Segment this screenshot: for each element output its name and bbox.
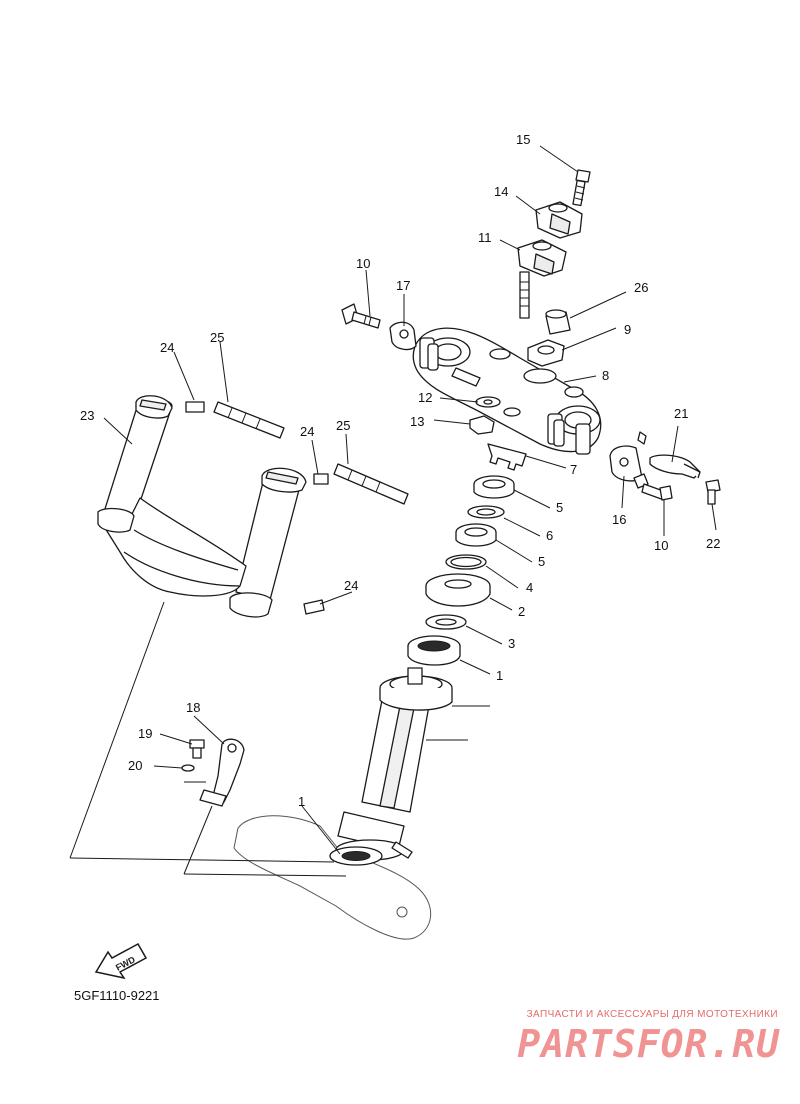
callout-23: 23 <box>80 408 94 423</box>
callout-9: 9 <box>624 322 631 337</box>
callout-25-mid: 25 <box>336 418 350 433</box>
callout-1-bottom: 1 <box>298 794 305 809</box>
drawing-code: 5GF1110-9221 <box>74 988 160 1003</box>
callout-12: 12 <box>418 390 432 405</box>
handlebar-holder-parts <box>517 169 591 319</box>
leader-lines <box>69 145 717 877</box>
callout-18: 18 <box>186 700 200 715</box>
callout-20: 20 <box>128 758 142 773</box>
collar-26-nut-9 <box>527 309 571 367</box>
callout-24-mid: 24 <box>300 424 314 439</box>
callout-1-top: 1 <box>496 668 503 683</box>
upper-bracket-8 <box>412 327 602 455</box>
forward-direction-arrow-icon: FWD <box>94 942 148 980</box>
callout-3: 3 <box>508 636 515 651</box>
fork-cover-assembly-23 <box>97 395 409 618</box>
callout-10-top: 10 <box>356 256 370 271</box>
bolt-10-and-plate-17 <box>341 303 417 351</box>
callout-15: 15 <box>516 132 530 147</box>
callout-26: 26 <box>634 280 648 295</box>
callout-14: 14 <box>494 184 508 199</box>
callout-4: 4 <box>526 580 533 595</box>
callout-17: 17 <box>396 278 410 293</box>
washer-12-nut-13 <box>469 396 501 435</box>
callout-19: 19 <box>138 726 152 741</box>
callout-2: 2 <box>518 604 525 619</box>
watermark-tagline: ЗАПЧАСТИ И АКСЕССУАРЫ ДЛЯ МОТОТЕХНИКИ <box>526 1009 778 1020</box>
callout-22: 22 <box>706 536 720 551</box>
callout-24-left: 24 <box>160 340 174 355</box>
callout-13: 13 <box>410 414 424 429</box>
callout-5-bottom: 5 <box>538 554 545 569</box>
part-number-callouts: 15 14 11 10 17 26 9 8 12 13 21 7 5 16 6 … <box>80 132 720 809</box>
callout-11: 11 <box>478 230 492 245</box>
bracket-7 <box>487 443 527 471</box>
callout-21: 21 <box>674 406 688 421</box>
callout-8: 8 <box>602 368 609 383</box>
steering-stem-assembly <box>233 667 490 940</box>
callout-10-right: 10 <box>654 538 668 553</box>
cable-clamp-parts <box>609 431 721 505</box>
callout-25-left: 25 <box>210 330 224 345</box>
callout-24-bottom: 24 <box>344 578 358 593</box>
watermark-logo: PARTSFOR.RU <box>517 1022 780 1066</box>
bearing-parts <box>407 573 491 666</box>
brake-hose-bracket-18 <box>181 738 245 807</box>
ring-nuts-washers <box>445 475 515 570</box>
callout-16: 16 <box>612 512 626 527</box>
callout-5-top: 5 <box>556 500 563 515</box>
callout-7: 7 <box>570 462 577 477</box>
callout-6: 6 <box>546 528 553 543</box>
